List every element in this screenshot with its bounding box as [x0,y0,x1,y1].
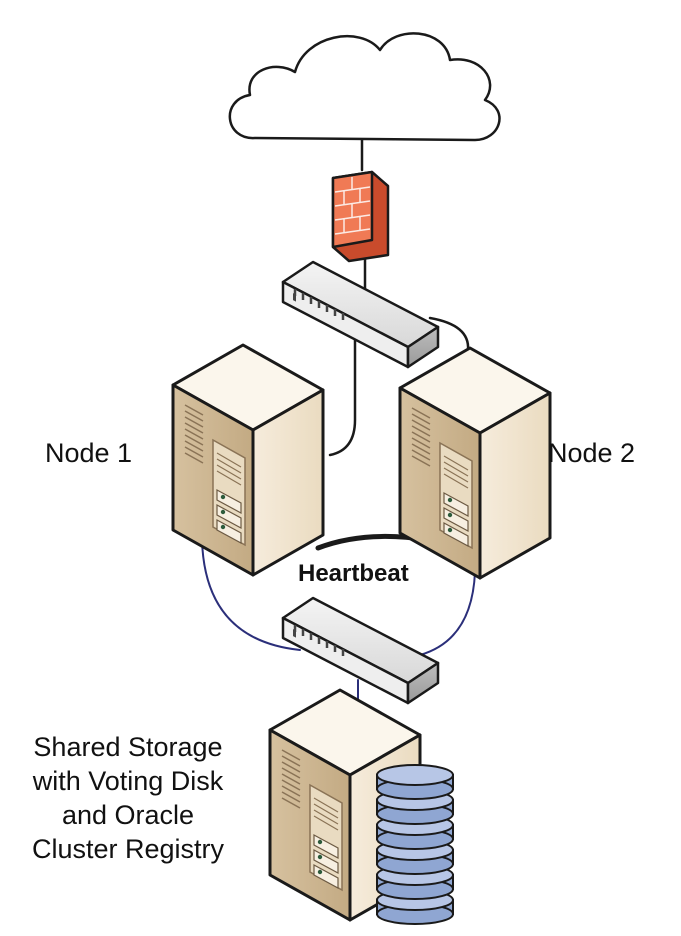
storage-label-line-4: Cluster Registry [32,834,225,864]
storage-label-line-2: with Voting Disk [32,766,224,796]
link-node2-storage-switch [419,571,476,656]
firewall-icon [331,170,390,263]
server-tower-icon-node1 [171,343,325,577]
server-tower-icon-node2 [398,346,552,580]
storage-label: Shared Storage with Voting Disk and Orac… [32,732,225,864]
node1-label: Node 1 [45,438,132,468]
heartbeat-label: Heartbeat [298,560,409,587]
link-switch-node1 [328,323,357,457]
node2-label: Node 2 [548,438,635,468]
storage-label-line-3: and Oracle [62,800,194,830]
link-node1-storage-switch [201,539,301,651]
storage-label-line-1: Shared Storage [33,732,222,762]
network-switch-icon-storage [281,596,440,705]
network-switch-icon [281,260,440,369]
disk-stack-icon [376,764,454,925]
cloud-icon [228,32,501,142]
link-switch-node2 [428,316,470,352]
